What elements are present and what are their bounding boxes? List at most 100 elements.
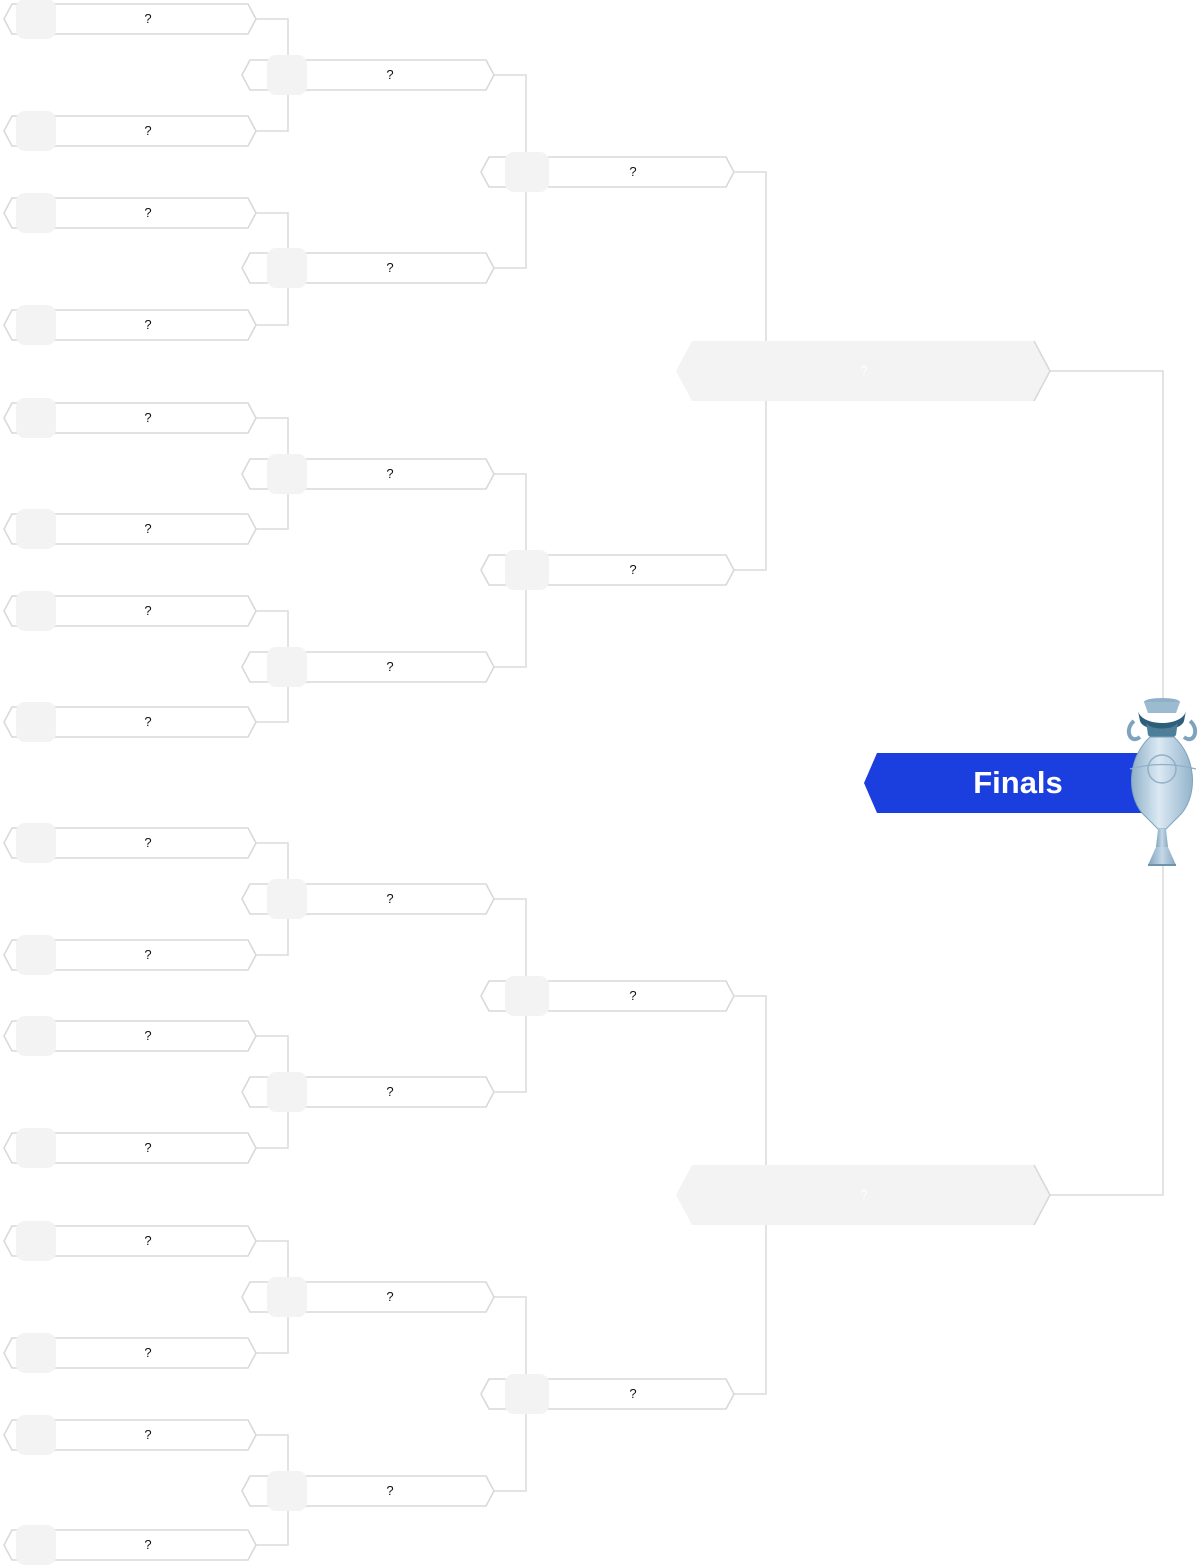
team-name: ?	[629, 1386, 637, 1401]
team-logo-placeholder	[16, 398, 56, 438]
slot-frame	[3, 115, 257, 147]
team-name: ?	[144, 205, 152, 220]
team-name: ?	[144, 1028, 152, 1043]
team-name: ?	[144, 835, 152, 850]
slot-frame	[676, 1164, 1051, 1226]
team-name: ?	[860, 1187, 868, 1202]
team-logo-placeholder	[16, 1221, 56, 1261]
slot-frame	[676, 340, 1051, 402]
team-logo-placeholder	[16, 1415, 56, 1455]
slot-frame	[3, 1020, 257, 1052]
match-slot-qf[interactable]: ?	[479, 152, 736, 192]
team-logo-placeholder	[16, 1333, 56, 1373]
match-slot-r1[interactable]: ?	[2, 305, 258, 345]
match-slot-r1[interactable]: ?	[2, 702, 258, 742]
match-slot-r1[interactable]: ?	[2, 0, 258, 39]
team-logo-placeholder	[16, 935, 56, 975]
slot-frame	[3, 827, 257, 859]
team-logo-placeholder	[16, 111, 56, 151]
match-slot-r1[interactable]: ?	[2, 1128, 258, 1168]
team-logo-placeholder	[267, 1277, 307, 1317]
finals-label: Finals	[973, 765, 1063, 800]
slot-frame	[3, 595, 257, 627]
match-slot-r1[interactable]: ?	[2, 1415, 258, 1455]
team-logo-placeholder	[16, 509, 56, 549]
team-name: ?	[144, 317, 152, 332]
slot-frame	[3, 1419, 257, 1451]
team-logo-placeholder	[16, 0, 56, 39]
team-logo-placeholder	[16, 591, 56, 631]
slot-frame	[3, 309, 257, 341]
team-name: ?	[629, 988, 637, 1003]
match-slot-r1[interactable]: ?	[2, 111, 258, 151]
semifinal-slot[interactable]: ?	[676, 1164, 1052, 1226]
team-logo-placeholder	[505, 152, 549, 192]
match-slot-r2[interactable]: ?	[240, 1277, 496, 1317]
team-name: ?	[144, 1427, 152, 1442]
finals-banner: Finals	[864, 753, 1154, 813]
team-name: ?	[386, 1483, 394, 1498]
team-logo-placeholder	[267, 1072, 307, 1112]
slot-frame	[3, 3, 257, 35]
team-name: ?	[144, 603, 152, 618]
team-name: ?	[386, 67, 394, 82]
match-slot-qf[interactable]: ?	[479, 976, 736, 1016]
team-logo-placeholder	[267, 454, 307, 494]
team-logo-placeholder	[267, 248, 307, 288]
team-logo-placeholder	[16, 305, 56, 345]
team-name: ?	[144, 1233, 152, 1248]
team-name: ?	[860, 363, 868, 378]
slot-frame	[3, 402, 257, 434]
match-slot-qf[interactable]: ?	[479, 1374, 736, 1414]
slot-frame	[3, 513, 257, 545]
match-slot-r1[interactable]: ?	[2, 591, 258, 631]
match-slot-r2[interactable]: ?	[240, 879, 496, 919]
finals-banner-shape	[864, 753, 1154, 813]
team-name: ?	[386, 1084, 394, 1099]
slot-frame	[3, 1132, 257, 1164]
team-logo-placeholder	[505, 976, 549, 1016]
match-slot-r1[interactable]: ?	[2, 193, 258, 233]
team-name: ?	[144, 1140, 152, 1155]
match-slot-r1[interactable]: ?	[2, 1525, 258, 1565]
match-slot-r1[interactable]: ?	[2, 1221, 258, 1261]
team-name: ?	[144, 1345, 152, 1360]
team-name: ?	[144, 947, 152, 962]
semifinal-slot[interactable]: ?	[676, 340, 1052, 402]
team-logo-placeholder	[505, 550, 549, 590]
match-slot-r1[interactable]: ?	[2, 398, 258, 438]
team-name: ?	[629, 562, 637, 577]
team-name: ?	[386, 1289, 394, 1304]
slot-frame	[3, 1225, 257, 1257]
team-name: ?	[144, 410, 152, 425]
match-slot-r2[interactable]: ?	[240, 454, 496, 494]
team-name: ?	[629, 164, 637, 179]
slot-frame	[3, 1337, 257, 1369]
team-name: ?	[144, 521, 152, 536]
team-logo-placeholder	[267, 647, 307, 687]
match-slot-r1[interactable]: ?	[2, 1333, 258, 1373]
match-slot-r1[interactable]: ?	[2, 823, 258, 863]
team-name: ?	[144, 714, 152, 729]
match-slot-r2[interactable]: ?	[240, 1072, 496, 1112]
team-name: ?	[386, 891, 394, 906]
team-logo-placeholder	[267, 1471, 307, 1511]
match-slot-r2[interactable]: ?	[240, 248, 496, 288]
slot-frame	[3, 1529, 257, 1561]
match-slot-r1[interactable]: ?	[2, 1016, 258, 1056]
match-slot-r2[interactable]: ?	[240, 1471, 496, 1511]
team-name: ?	[144, 11, 152, 26]
match-slot-r2[interactable]: ?	[240, 55, 496, 95]
team-name: ?	[386, 466, 394, 481]
team-logo-placeholder	[16, 702, 56, 742]
slot-frame	[3, 197, 257, 229]
team-logo-placeholder	[267, 55, 307, 95]
match-slot-qf[interactable]: ?	[479, 550, 736, 590]
team-name: ?	[144, 123, 152, 138]
match-slot-r1[interactable]: ?	[2, 935, 258, 975]
match-slot-r2[interactable]: ?	[240, 647, 496, 687]
team-logo-placeholder	[267, 879, 307, 919]
team-logo-placeholder	[16, 1525, 56, 1565]
match-slot-r1[interactable]: ?	[2, 509, 258, 549]
slot-frame	[3, 706, 257, 738]
